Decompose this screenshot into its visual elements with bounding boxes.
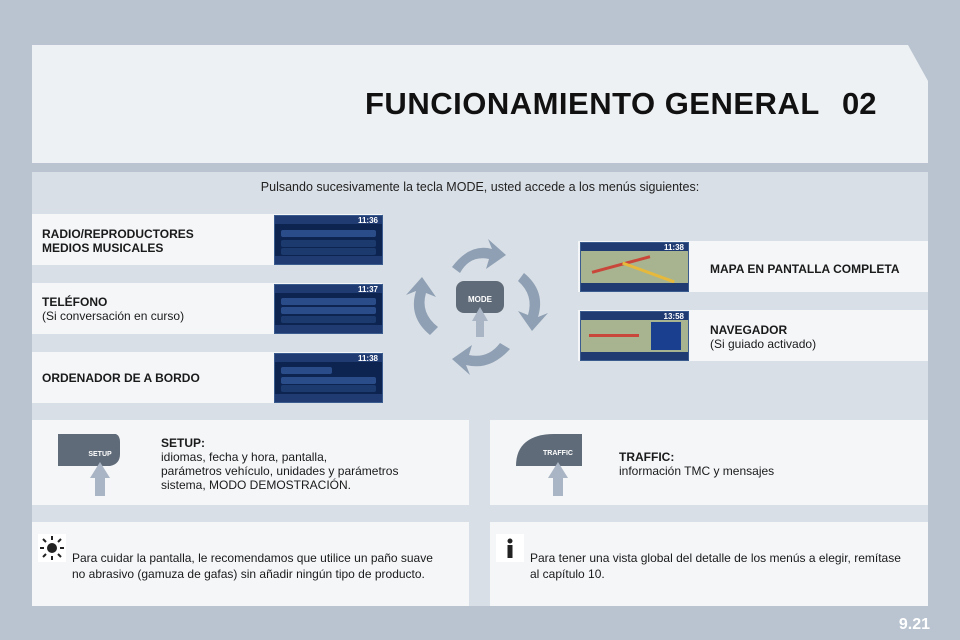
info-icon (496, 534, 524, 562)
menu-label-radio: RADIO/REPRODUCTORES MEDIOS MUSICALES (42, 227, 194, 255)
radio-screen-thumbnail: 11:36 (274, 215, 383, 265)
menu-subtitle-phone: (Si conversación en curso) (42, 309, 185, 323)
mode-cycle-diagram: MODE (406, 239, 548, 375)
setup-description: SETUP: idiomas, fecha y hora, pantalla, … (161, 436, 398, 492)
traffic-key-label: TRAFFIC (543, 450, 573, 457)
navigator-screen-time: 13:58 (663, 312, 684, 321)
traffic-key-illustration: TRAFFIC (516, 434, 582, 496)
menu-title-trip-computer: ORDENADOR DE A BORDO (42, 371, 200, 385)
menu-subtitle-navigator: (Si guiado activado) (710, 337, 817, 351)
intro-text: Pulsando sucesivamente la tecla MODE, us… (260, 180, 700, 194)
menu-row-phone: TELÉFONO (Si conversación en curso) 11:3… (32, 283, 383, 334)
setup-line-3: sistema, MODO DEMOSTRACIÓN. (161, 478, 352, 492)
menu-label-phone: TELÉFONO (Si conversación en curso) (42, 295, 184, 323)
setup-press-arrow-icon (90, 462, 110, 496)
phone-screen-time: 11:37 (357, 285, 378, 294)
mode-key-label: MODE (468, 295, 493, 304)
setup-line-1: idiomas, fecha y hora, pantalla, (161, 450, 328, 464)
radio-screen-time: 11:36 (357, 216, 378, 225)
setup-key-icon (58, 434, 120, 466)
tip-info-text: Para tener una vista global del detalle … (530, 550, 901, 582)
traffic-press-arrow-icon (548, 462, 568, 496)
cycle-arrow-left-icon (406, 277, 438, 335)
tip-care-text: Para cuidar la pantalla, le recomendamos… (72, 550, 433, 582)
menu-title-map: MAPA EN PANTALLA COMPLETA (710, 262, 900, 276)
menu-title-phone: TELÉFONO (42, 295, 108, 309)
sun-icon (38, 534, 66, 562)
menu-title-radio-line1: RADIO/REPRODUCTORES (42, 227, 194, 241)
tip-info-line-2: al capítulo 10. (530, 567, 605, 581)
setup-key-label: SETUP (88, 451, 112, 458)
press-arrow-icon (472, 307, 488, 337)
cycle-arrow-right-icon (518, 273, 548, 331)
setup-key-illustration: SETUP (58, 434, 120, 496)
traffic-title: TRAFFIC: (619, 450, 675, 464)
tip-box-care: Para cuidar la pantalla, le recomendamos… (32, 522, 469, 606)
title-panel (32, 45, 928, 163)
setup-box: SETUP SETUP: idiomas, fecha y hora, pant… (32, 420, 469, 505)
menu-row-map: 11:38 MAPA EN PANTALLA COMPLETA (578, 241, 928, 292)
trip-computer-screen-time: 11:38 (357, 354, 378, 363)
chapter-number: 02 (842, 86, 877, 121)
setup-line-2: parámetros vehículo, unidades y parámetr… (161, 464, 399, 478)
page-number: 9.21 (898, 616, 930, 633)
menu-label-trip-computer: ORDENADOR DE A BORDO (42, 371, 200, 385)
navigator-screen-thumbnail: 13:58 (580, 311, 689, 361)
tip-box-info: Para tener una vista global del detalle … (490, 522, 928, 606)
menu-row-radio: RADIO/REPRODUCTORES MEDIOS MUSICALES 11:… (32, 214, 383, 265)
map-screen-thumbnail: 11:38 (580, 242, 689, 292)
menu-title-radio-line2: MEDIOS MUSICALES (42, 241, 164, 255)
traffic-key-icon (516, 434, 582, 466)
map-screen-time: 11:38 (663, 243, 684, 252)
menu-label-map: MAPA EN PANTALLA COMPLETA (710, 262, 900, 276)
cycle-arrow-top-icon (452, 239, 506, 273)
traffic-line: información TMC y mensajes (619, 464, 775, 478)
tip-care-line-2: no abrasivo (gamuza de gafas) sin añadir… (72, 567, 425, 581)
traffic-box: TRAFFIC TRAFFIC: información TMC y mensa… (490, 420, 928, 505)
tip-info-line-1: Para tener una vista global del detalle … (530, 551, 901, 565)
page-title: FUNCIONAMIENTO GENERAL (365, 86, 820, 121)
menu-row-navigator: 13:58 NAVEGADOR (Si guiado activado) (578, 310, 928, 361)
setup-title: SETUP: (161, 436, 206, 450)
menu-title-navigator: NAVEGADOR (710, 323, 788, 337)
phone-screen-thumbnail: 11:37 (274, 284, 383, 334)
trip-computer-screen-thumbnail: 11:38 (274, 353, 383, 403)
menu-row-trip-computer: ORDENADOR DE A BORDO 11:38 (32, 352, 383, 403)
menu-label-navigator: NAVEGADOR (Si guiado activado) (710, 323, 816, 351)
traffic-description: TRAFFIC: información TMC y mensajes (619, 450, 774, 478)
cycle-arrow-bottom-icon (452, 343, 510, 375)
mode-key-icon (456, 281, 504, 313)
tip-care-line-1: Para cuidar la pantalla, le recomendamos… (72, 551, 433, 565)
